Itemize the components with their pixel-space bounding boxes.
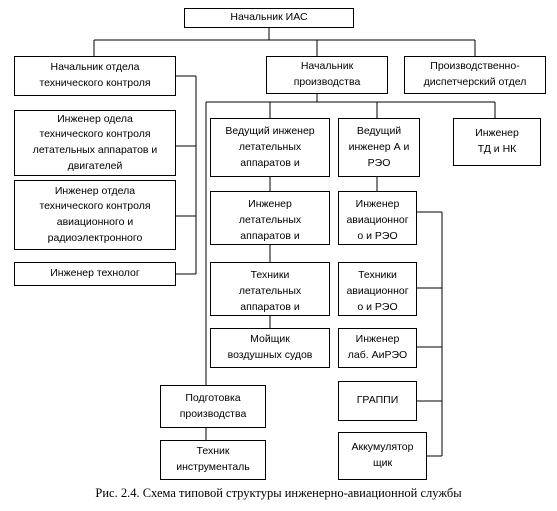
node-aircraft-washer: Мойщик воздушных судов [210,328,330,368]
node-engineer-td-nk: Инженер ТД и НК [453,118,541,166]
node-engineer-aircraft-quality-control: Инженер одела технического контроля лета… [14,110,176,176]
node-technicians-avionics: Техники авиационног о и РЭО [338,262,417,316]
node-engineer-avionics: Инженер авиационног о и РЭО [338,191,417,245]
node-head: Начальник ИАС [184,8,354,28]
node-technicians-aircraft: Техники летательных аппаратов и [210,262,330,316]
node-quality-control-head: Начальник отдела технического контроля [14,56,176,96]
figure-caption: Рис. 2.4. Схема типовой структуры инжене… [95,486,462,500]
node-engineer-aircraft: Инженер летательных аппаратов и [210,191,330,245]
node-lead-engineer-aircraft: Ведущий инженер летательных аппаратов и [210,118,330,177]
node-tool-technician: Техник инструменталь [160,440,266,480]
node-dispatch-department: Производственно- диспетчерский отдел [404,56,546,94]
node-production-head: Начальник производства [266,56,388,94]
node-lead-engineer-avionics: Ведущий инженер А и РЭО [338,118,420,177]
node-engineer-technologist: Инженер технолог [14,262,176,286]
node-production-preparation: Подготовка производства [160,385,266,428]
node-accumulator-technician: Аккумулятор щик [338,432,427,480]
node-grappi: ГРАППИ [338,381,417,421]
node-engineer-avionics-quality-control: Инженер отдела технического контроля ави… [14,180,176,250]
node-engineer-lab: Инженер лаб. АиРЭО [338,328,417,368]
